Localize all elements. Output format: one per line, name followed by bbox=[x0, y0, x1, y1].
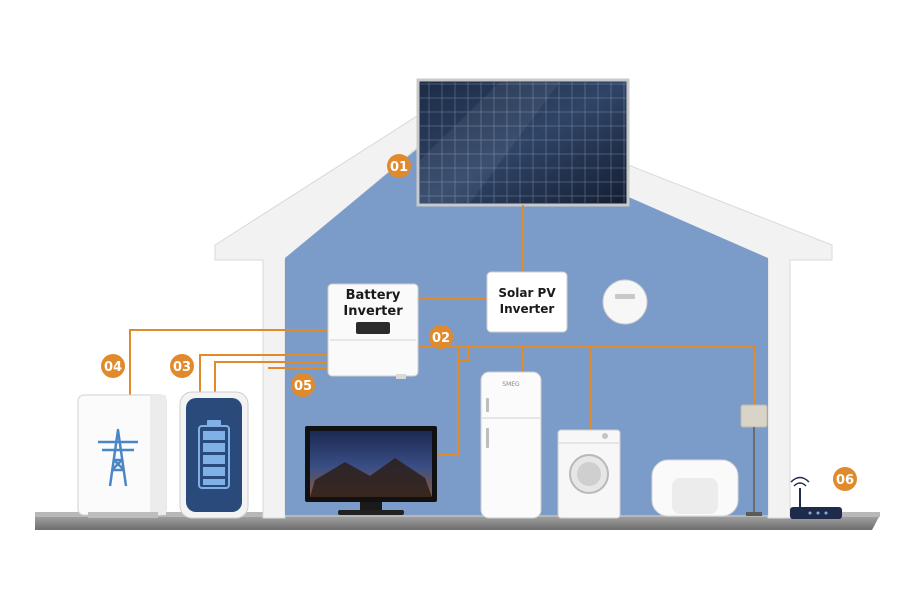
solar-inverter-label-1: Solar PV bbox=[498, 286, 556, 300]
badge-06: 06 bbox=[833, 467, 857, 491]
battery-inverter-label-1: Battery bbox=[346, 288, 401, 303]
refrigerator: SMEG bbox=[480, 371, 542, 519]
floor-lamp bbox=[740, 404, 768, 516]
armchair bbox=[651, 459, 739, 517]
badge-05: 05 bbox=[291, 373, 315, 397]
fridge-brand: SMEG bbox=[502, 381, 520, 388]
grid-cabinet bbox=[77, 394, 167, 518]
television bbox=[305, 426, 437, 515]
solar-panel bbox=[416, 78, 630, 207]
badge-03: 03 bbox=[170, 354, 194, 378]
battery-icon bbox=[198, 420, 230, 489]
badge-02: 02 bbox=[429, 325, 453, 349]
badge-04: 04 bbox=[101, 354, 125, 378]
badge-01: 01 bbox=[387, 154, 411, 178]
badge-05-text: 05 bbox=[294, 379, 312, 394]
ground-slab bbox=[35, 515, 880, 530]
wall-meter bbox=[602, 279, 648, 325]
battery-storage bbox=[179, 391, 249, 519]
badge-02-text: 02 bbox=[432, 331, 450, 346]
washing-machine bbox=[557, 429, 621, 519]
battery-inverter: Battery Inverter bbox=[327, 283, 419, 379]
badge-06-text: 06 bbox=[836, 473, 854, 488]
solar-pv-inverter: Solar PV Inverter bbox=[486, 271, 568, 333]
inverter-display bbox=[356, 322, 390, 334]
badge-03-text: 03 bbox=[173, 360, 191, 375]
badge-04-text: 04 bbox=[104, 360, 122, 375]
wiring bbox=[129, 205, 756, 456]
solar-inverter-label-2: Inverter bbox=[500, 302, 555, 316]
power-tower-icon bbox=[98, 428, 138, 487]
battery-inverter-label-2: Inverter bbox=[343, 304, 403, 319]
wifi-router-icon bbox=[790, 476, 842, 519]
badge-01-text: 01 bbox=[390, 160, 408, 175]
